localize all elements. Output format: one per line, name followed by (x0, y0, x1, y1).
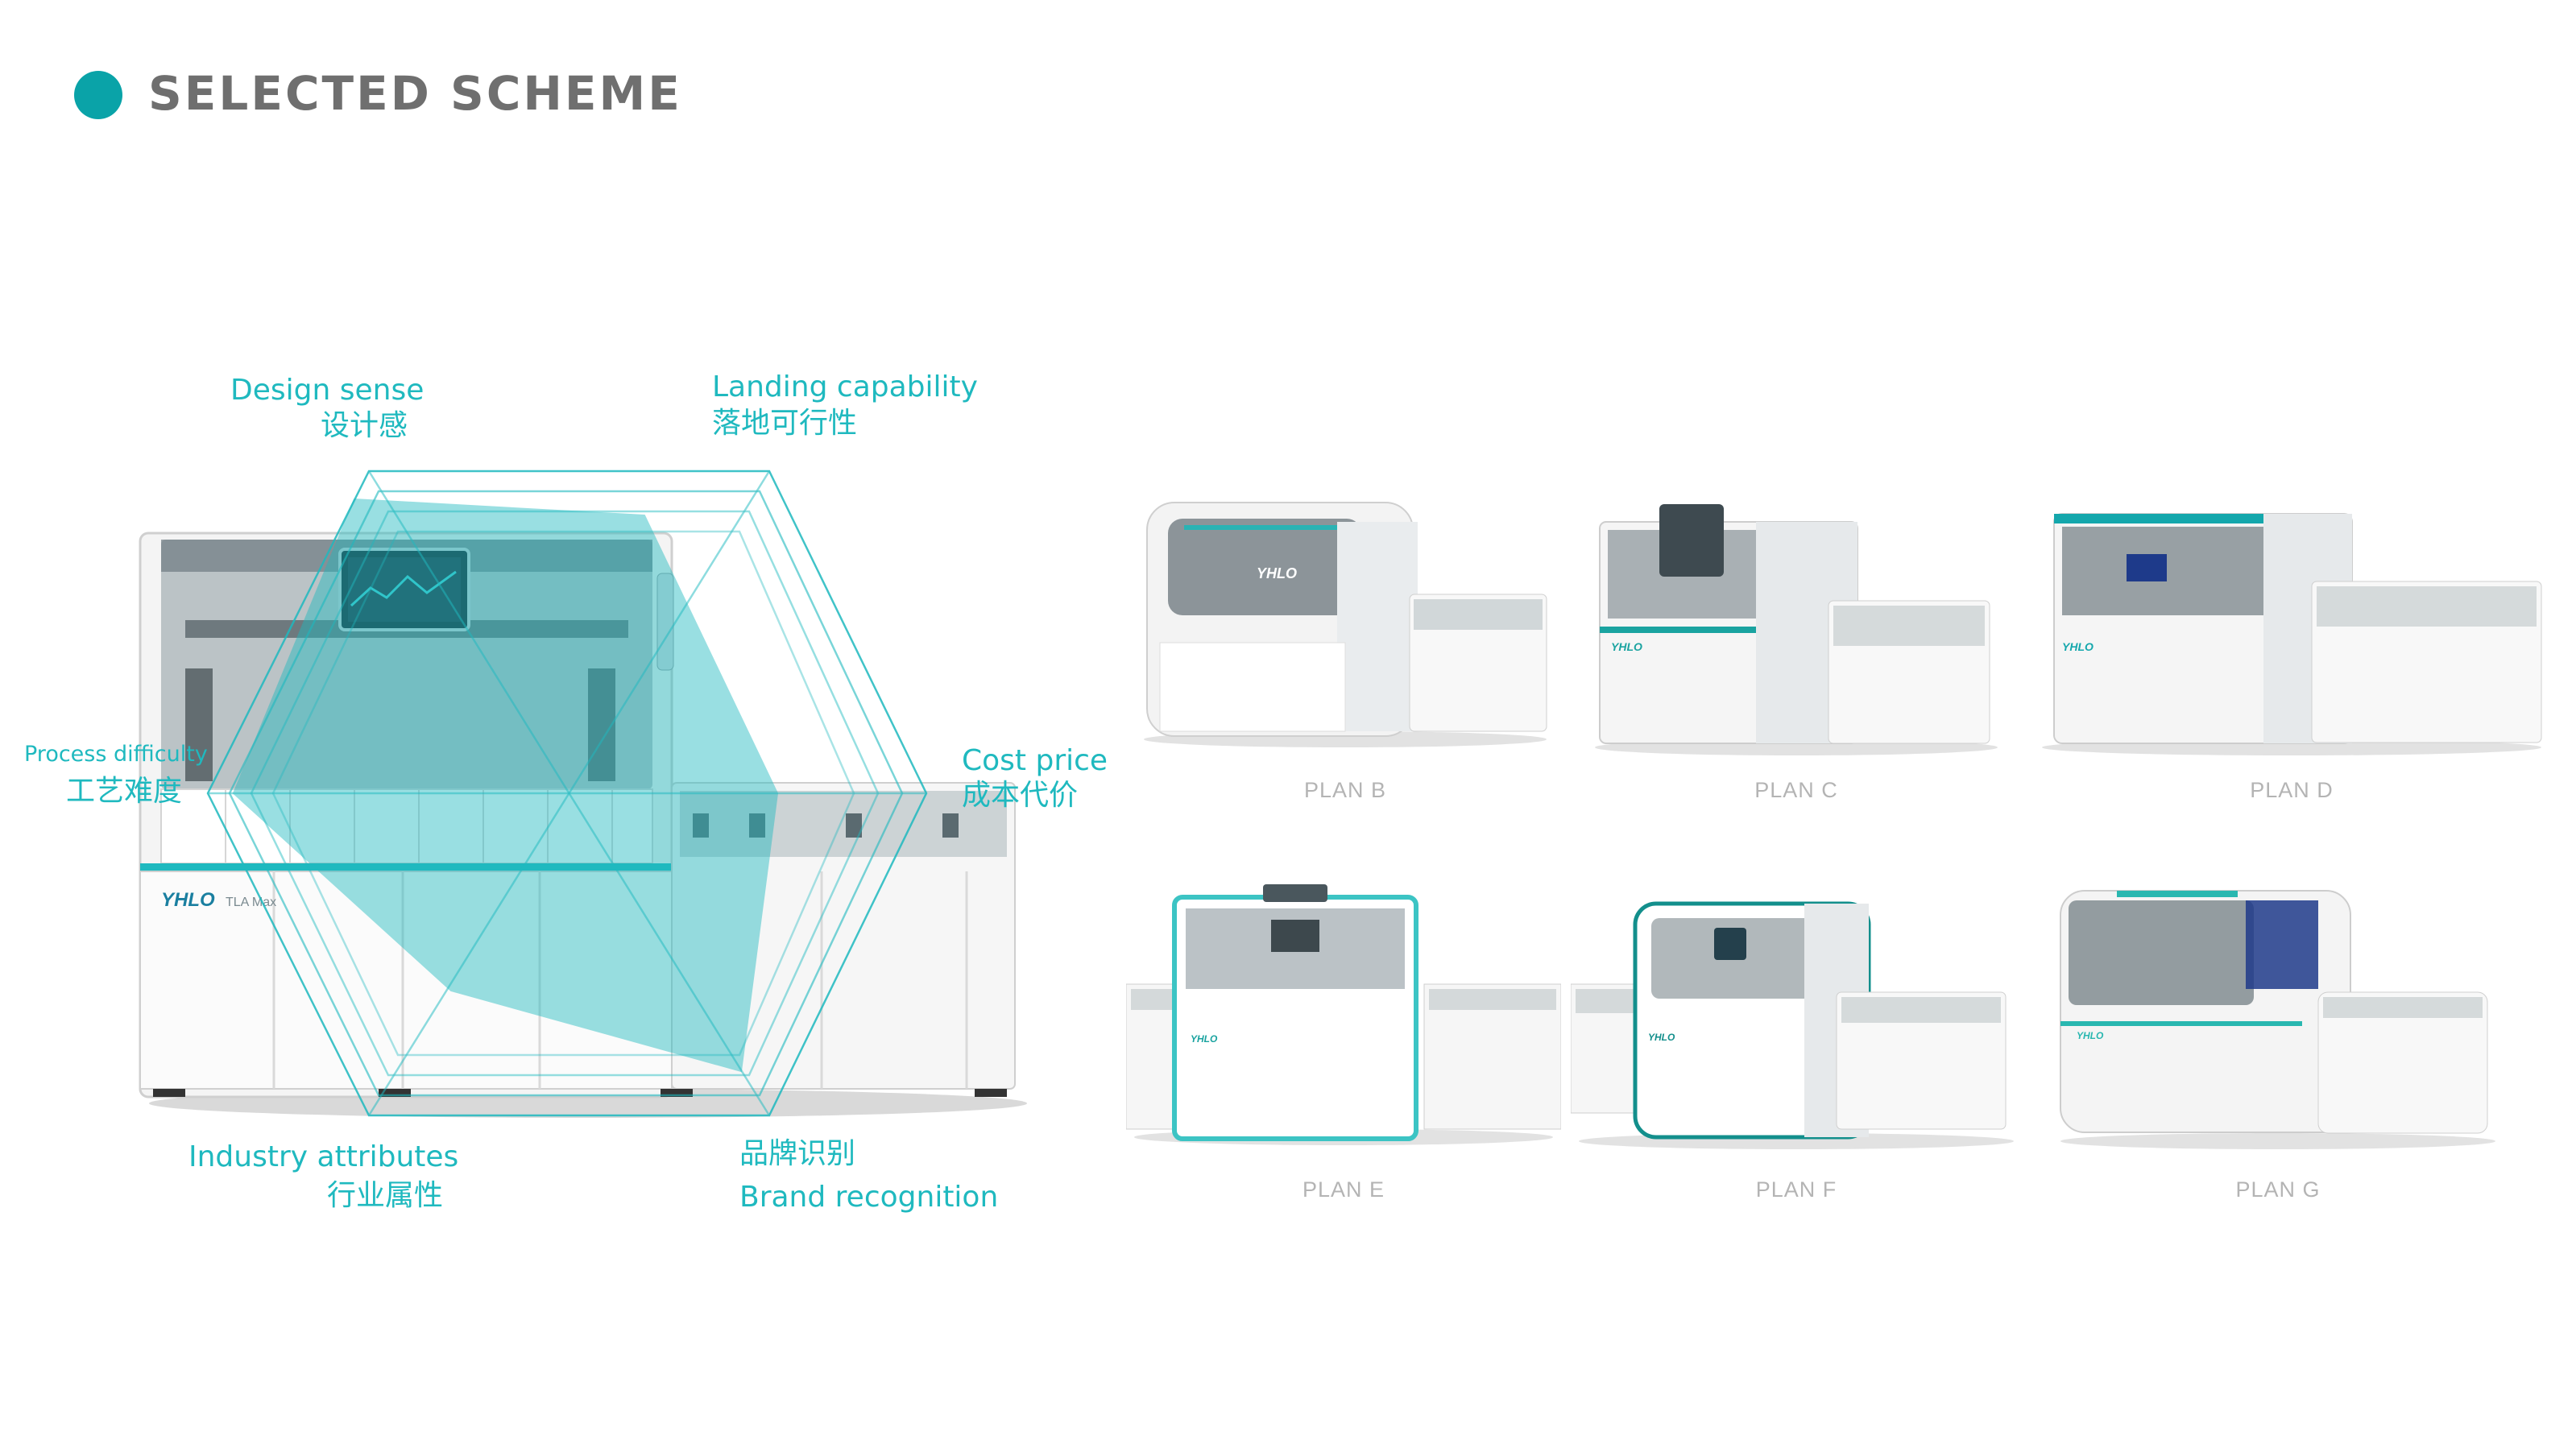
evaluation-radar-chart (206, 470, 928, 1117)
page-title: SELECTED SCHEME (148, 66, 682, 121)
plan-d-logo: YHLO (2062, 640, 2094, 653)
radar-label-process-en: Process difficulty (24, 742, 208, 767)
radar-label-cost-cn: 成本代价 (962, 779, 1079, 812)
radar-label-landing-cn: 落地可行性 (712, 407, 858, 440)
radar-label-process-cn: 工艺难度 (66, 775, 183, 808)
radar-label-brand-cn: 品牌识别 (739, 1137, 856, 1170)
plan-card-g[interactable]: YHLO PLAN G (2052, 879, 2504, 1218)
plan-e-label: PLAN E (1302, 1177, 1385, 1202)
plan-f-logo: YHLO (1648, 1032, 1675, 1043)
radar-score-area (232, 498, 779, 1073)
plan-f-label: PLAN F (1755, 1177, 1837, 1202)
radar-label-brand-en: Brand recognition (739, 1181, 999, 1214)
plan-card-b[interactable]: YHLO PLAN B (1136, 498, 1555, 812)
plan-g-label: PLAN G (2235, 1177, 2321, 1202)
plan-g-machine-image: YHLO (2060, 890, 2495, 1149)
plan-card-c[interactable]: YHLO PLAN C (1579, 498, 2014, 812)
section-bullet-icon (74, 71, 122, 119)
radar-label-landing-en: Landing capability (712, 370, 978, 403)
plan-b-label: PLAN B (1303, 778, 1387, 802)
plan-card-e[interactable]: YHLO PLAN E (1126, 879, 1561, 1218)
plan-b-machine-image: YHLO (1144, 502, 1547, 747)
plan-c-machine-image: YHLO (1595, 504, 1998, 755)
plan-g-logo: YHLO (2077, 1030, 2104, 1041)
radar-label-industry-en: Industry attributes (188, 1140, 459, 1173)
plan-c-logo: YHLO (1611, 640, 1642, 653)
plan-e-logo: YHLO (1191, 1033, 1218, 1045)
radar-label-design-cn: 设计感 (320, 409, 408, 442)
radar-label-cost-en: Cost price (962, 744, 1108, 777)
main-scheme-machine-image: YHLO TLA Max (139, 532, 1027, 1118)
plan-f-machine-image: YHLO (1571, 901, 2014, 1149)
plan-card-d[interactable]: YHLO PLAN D (2030, 498, 2553, 812)
plan-d-machine-image: YHLO (2042, 513, 2542, 755)
plan-b-logo: YHLO (1257, 565, 1297, 581)
plan-d-label: PLAN D (2250, 778, 2334, 802)
plan-c-label: PLAN C (1754, 778, 1838, 802)
machine-brand-logo: YHLO (161, 889, 215, 911)
plan-card-f[interactable]: YHLO PLAN F (1571, 879, 2022, 1218)
plan-e-machine-image: YHLO (1126, 884, 1561, 1145)
radar-label-design-en: Design sense (230, 374, 425, 407)
radar-label-industry-cn: 行业属性 (326, 1179, 443, 1212)
